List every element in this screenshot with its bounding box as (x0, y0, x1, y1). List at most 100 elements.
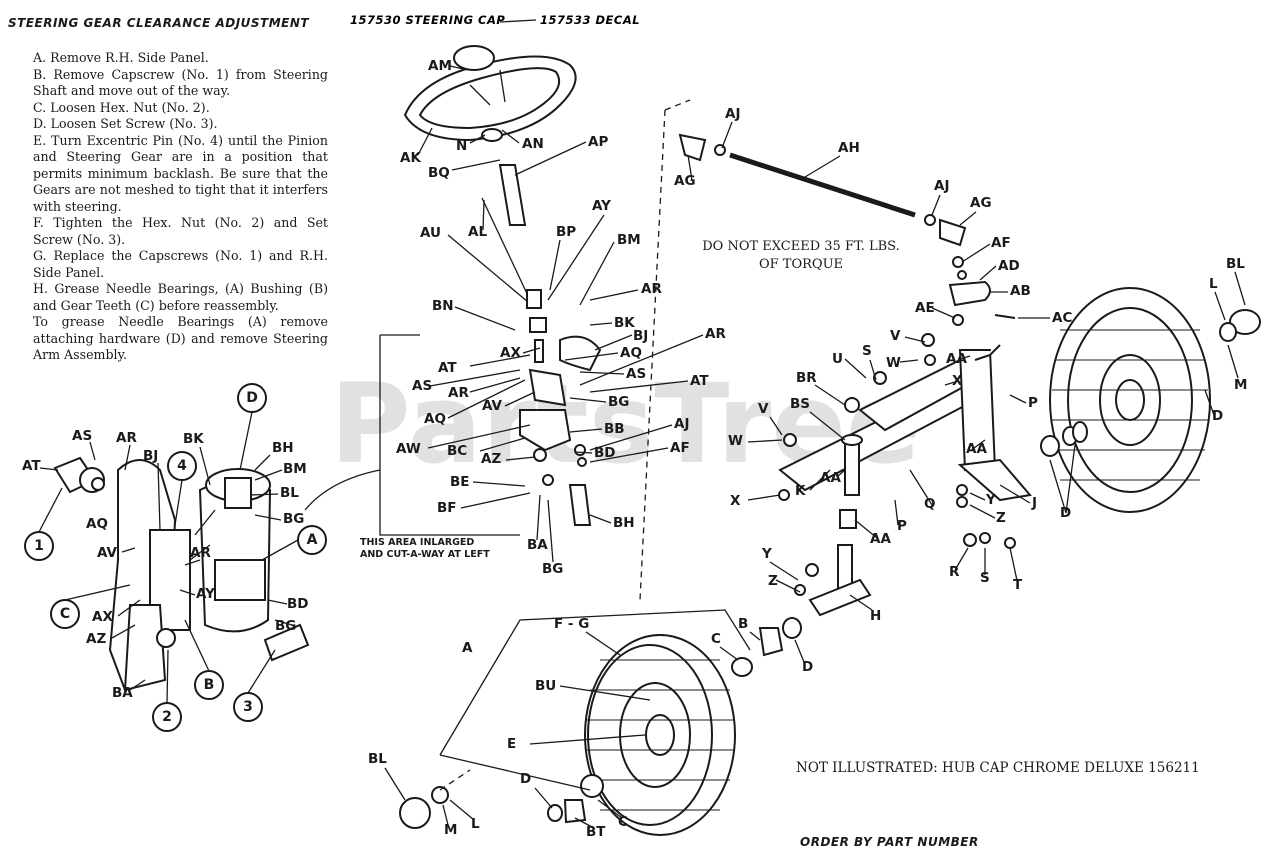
enlarged-note-line: AND CUT-A-WAY AT LEFT (360, 549, 490, 560)
tie-rod (678, 133, 967, 247)
part-label: BR (796, 370, 817, 386)
part-label: U (832, 351, 843, 367)
left-letter-labels: AT AS AR AQ BJ BK BH BM BL BG AV AR AY A… (22, 428, 309, 701)
part-label: AK (400, 150, 421, 166)
part-label: K (795, 483, 806, 499)
part-label: AA (820, 470, 841, 486)
part-label: AX (92, 609, 113, 625)
part-label: AJ (934, 178, 949, 194)
part-label: AQ (620, 345, 642, 361)
enlarged-area-pointer (304, 469, 381, 511)
part-label: BH (272, 440, 294, 456)
part-label: AS (626, 366, 646, 382)
part-label: BF (437, 500, 457, 516)
steering-wheel (403, 45, 577, 142)
part-label: BG (283, 511, 304, 527)
part-label: H (870, 608, 881, 624)
callout-number: D (246, 390, 258, 406)
bottom-wheel (399, 609, 802, 836)
part-label: BQ (428, 165, 450, 181)
enlarged-area-note: THIS AREA INLARGED AND CUT-A-WAY AT LEFT (360, 537, 520, 561)
part-label: AT (690, 373, 709, 389)
part-label: BK (183, 431, 204, 447)
instruction-step: C. Loosen Hex. Nut (No. 2). (33, 99, 210, 115)
part-label: AJ (674, 416, 689, 432)
part-label: Y (985, 492, 996, 508)
part-label: AR (448, 385, 469, 401)
part-label: BC (447, 443, 467, 459)
callout-number: B (204, 677, 215, 693)
part-label: AG (674, 173, 696, 189)
part-label: AT (22, 458, 41, 474)
part-label: BU (535, 678, 556, 694)
instructions-list: A. Remove R.H. Side Panel. B. Remove Cap… (33, 50, 328, 364)
part-label: AP (588, 134, 608, 150)
part-label: AD (998, 258, 1020, 274)
instruction-step: To grease Needle Bearings (A) remove att… (33, 314, 328, 362)
part-label: L (471, 816, 480, 832)
order-note: ORDER BY PART NUMBER (800, 835, 979, 849)
gear-cutaway-assembly (53, 456, 310, 692)
instruction-step: A. Remove R.H. Side Panel. (33, 50, 209, 65)
part-label: BN (432, 298, 454, 314)
part-label: BL (368, 751, 387, 767)
part-label: Q (924, 496, 935, 512)
part-label: AR (641, 281, 662, 297)
right-wheel (1040, 287, 1261, 513)
part-label: BM (617, 232, 641, 248)
part-label: C (618, 814, 628, 830)
part-label: BK (614, 315, 635, 331)
enlarged-area-bracket (379, 335, 520, 536)
not-illustrated-note: NOT ILLUSTRATED: HUB CAP CHROME DELUXE 1… (796, 760, 1200, 776)
callout-number: 3 (243, 699, 253, 715)
part-label: AM (428, 58, 452, 74)
part-label: AL (468, 224, 487, 240)
part-label: AF (991, 235, 1011, 251)
part-label: P (897, 518, 907, 534)
left-circle-callouts: 1 C 2 3 B 4 D A (24, 383, 327, 732)
part-label: AE (915, 300, 935, 316)
part-label: BD (287, 596, 309, 612)
steering-cap-label: 157530 STEERING CAP (350, 13, 505, 27)
part-label: F - G (554, 616, 589, 632)
part-label: BP (556, 224, 576, 240)
part-label: BH (613, 515, 635, 531)
part-label: BJ (143, 448, 158, 464)
part-label: AA (870, 531, 891, 547)
part-label: AT (438, 360, 457, 376)
torque-note-line: OF TORQUE (758, 257, 844, 272)
part-label: BL (280, 485, 299, 501)
part-label: BG (608, 394, 629, 410)
part-label: D (1212, 408, 1223, 424)
part-label: M (1234, 377, 1247, 393)
part-label: AV (482, 398, 503, 414)
part-label: BJ (633, 328, 648, 344)
part-label: V (890, 328, 901, 344)
part-label: AQ (86, 516, 108, 532)
page-title: STEERING GEAR CLEARANCE ADJUSTMENT (8, 16, 310, 30)
part-label: BT (586, 824, 606, 840)
part-label: AY (196, 586, 215, 602)
part-label: C (711, 631, 721, 647)
part-label: AQ (424, 411, 446, 427)
leader-line (499, 19, 537, 23)
part-label: BM (283, 461, 307, 477)
steering-shaft (481, 164, 602, 526)
callout-number: 2 (162, 709, 172, 725)
part-label: D (520, 771, 531, 787)
part-label: AB (1010, 283, 1031, 299)
instruction-step: D. Loosen Set Screw (No. 3). (33, 116, 218, 131)
right-labels: AJ AH AG AJ AG AF AD AB AE AC V S W AA U… (674, 106, 1247, 624)
part-label: Z (768, 573, 778, 589)
part-label: BA (112, 685, 133, 701)
part-label: J (1031, 495, 1037, 511)
torque-note: DO NOT EXCEED 35 FT. LBS. OF TORQUE (686, 238, 916, 274)
part-label: A (462, 640, 473, 656)
part-label: BE (450, 474, 470, 490)
part-label: BA (527, 537, 548, 553)
part-label: AW (396, 441, 421, 457)
part-label: X (730, 493, 741, 509)
part-label: AS (72, 428, 92, 444)
part-label: N (456, 138, 467, 154)
instruction-step: E. Turn Excentric Pin (No. 4) until the … (33, 132, 328, 214)
